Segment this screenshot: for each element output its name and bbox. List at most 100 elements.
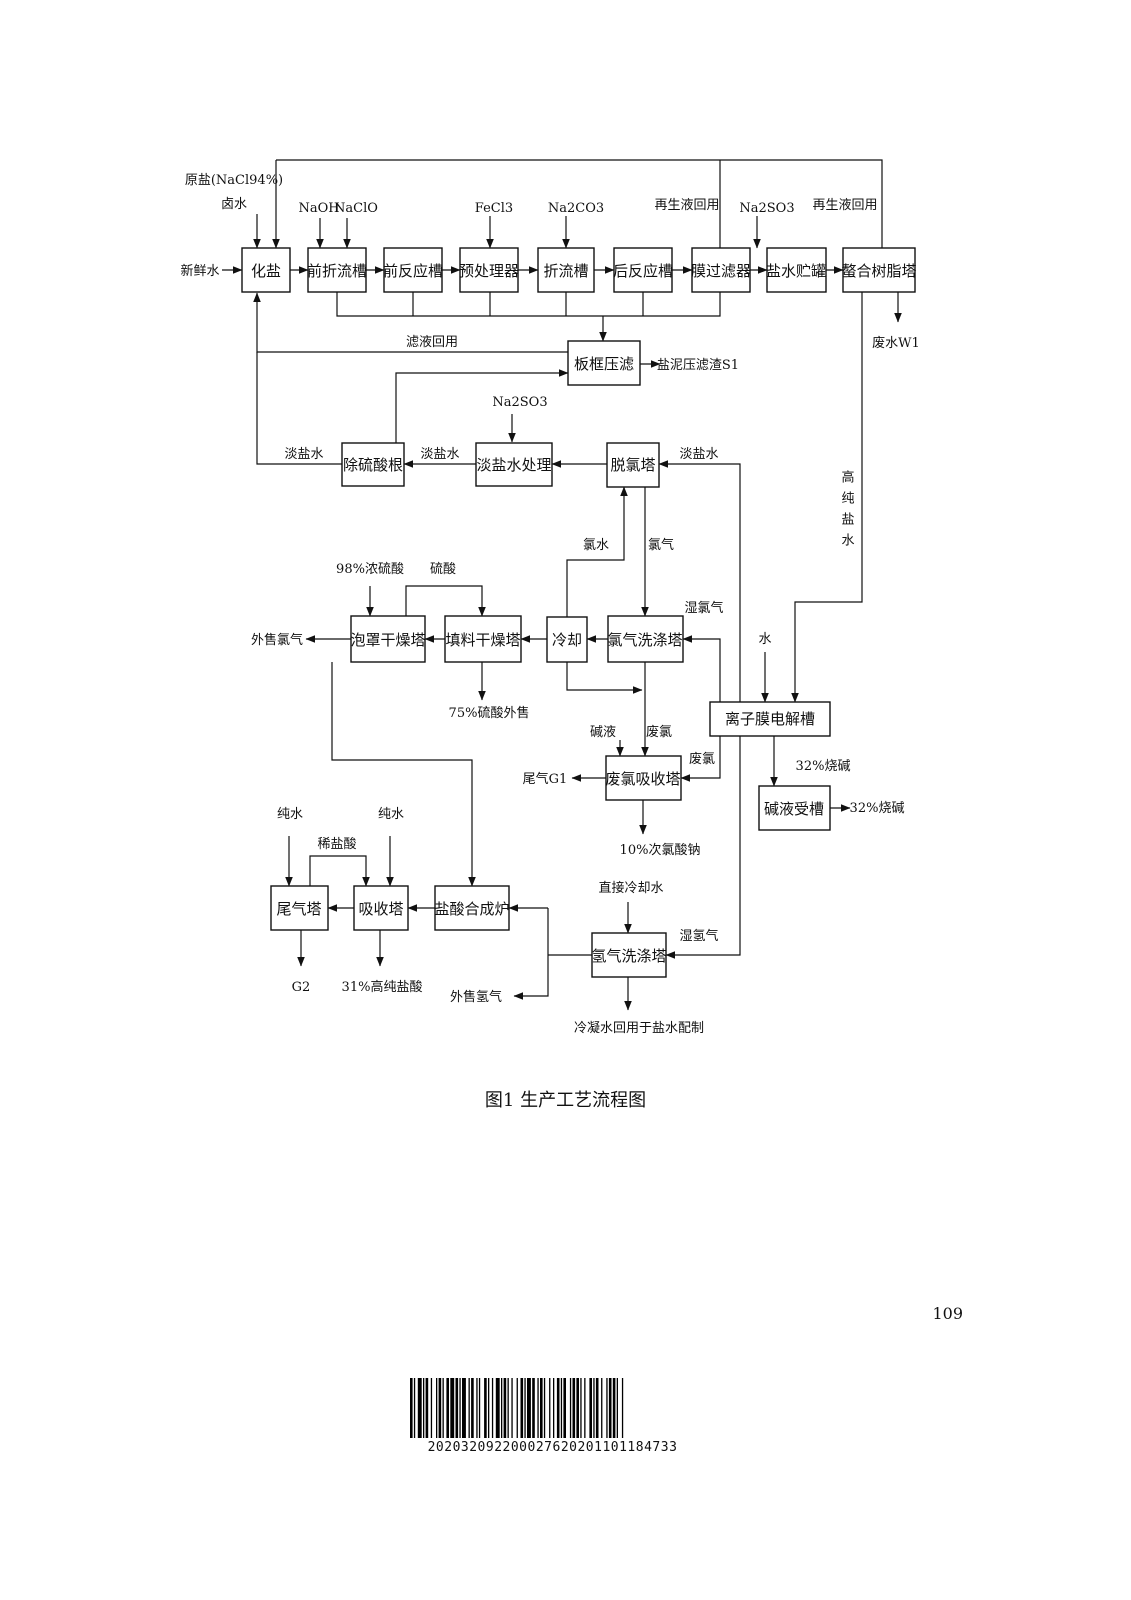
barcode-bar <box>621 1378 624 1438</box>
box-label-yansuanhecheng: 盐酸合成炉 <box>434 900 509 918</box>
label-weiqi-g1: 尾气G1 <box>523 771 568 787</box>
unit-box: 碱液受槽 <box>758 785 831 831</box>
box-label-chuliusuangen: 除硫酸根 <box>343 456 403 474</box>
barcode-bar <box>520 1378 524 1438</box>
label-lvqi: 氯气 <box>648 537 674 553</box>
label-feilv-1: 废氯 <box>646 724 672 740</box>
label-lvye: 滤液回用 <box>406 335 458 350</box>
label-naoh: NaOH <box>298 201 339 216</box>
page-number: 109 <box>932 1304 963 1323</box>
barcode-bar <box>527 1378 531 1438</box>
barcode-bar <box>549 1378 551 1438</box>
barcode-bar <box>430 1378 433 1438</box>
unit-box: 氯气洗涤塔 <box>607 615 684 663</box>
barcode-bar <box>417 1378 422 1438</box>
label-nongliusuan: 98%浓硫酸 <box>336 562 404 577</box>
label-fecl3: FeCl3 <box>475 201 513 216</box>
label-lvshui: 氯水 <box>583 538 609 553</box>
barcode <box>410 1378 624 1438</box>
label-shui: 水 <box>758 632 771 647</box>
barcode-bar <box>459 1378 461 1438</box>
barcode-bar <box>501 1378 503 1438</box>
label-naclo: NaClO <box>334 201 378 216</box>
unit-box: 尾气塔 <box>270 885 329 931</box>
label-jianye-feed: 碱液 <box>590 725 616 740</box>
unit-box: 膜过滤器 <box>691 247 751 293</box>
label-danyan-3: 淡盐水 <box>679 447 718 462</box>
unit-box: 盐酸合成炉 <box>434 885 510 931</box>
unit-box: 除硫酸根 <box>341 442 405 487</box>
box-label-paozhao: 泡罩干燥塔 <box>350 631 425 649</box>
box-label-moguolv: 膜过滤器 <box>691 262 751 280</box>
barcode-bar <box>560 1378 563 1438</box>
flow-lines <box>222 159 902 1011</box>
barcode-bar <box>511 1378 513 1438</box>
barcode-bar <box>540 1378 543 1438</box>
box-label-huayan: 化盐 <box>251 262 281 280</box>
barcode-bar <box>423 1378 425 1438</box>
unit-box: 泡罩干燥塔 <box>350 615 426 663</box>
label-feishui-w1: 废水W1 <box>872 335 920 351</box>
barcode-bar <box>569 1378 572 1438</box>
label-waishoulv: 外售氯气 <box>251 632 303 648</box>
barcode-bar <box>455 1378 459 1438</box>
box-label-yanshuizhuguan: 盐水贮罐 <box>766 262 826 280</box>
label-na2co3: Na2CO3 <box>548 201 604 216</box>
box-label-houfanying: 后反应槽 <box>613 262 673 280</box>
unit-box: 后反应槽 <box>613 247 673 293</box>
label-yuanyan: 原盐(NaCl94%) <box>185 173 283 188</box>
label-shiqingqi: 湿氢气 <box>679 928 718 944</box>
barcode-bar <box>478 1378 481 1438</box>
box-label-jianye: 碱液受槽 <box>764 800 824 818</box>
label-yansuan31: 31%高纯盐酸 <box>342 979 423 995</box>
label-danyan-2: 淡盐水 <box>420 447 459 462</box>
label-feilv-2: 废氯 <box>689 751 715 767</box>
label-gaochun: 高纯盐水 <box>839 469 855 554</box>
barcode-bar <box>606 1378 608 1438</box>
label-shaojian-1: 32%烧碱 <box>796 759 851 774</box>
label-chunshui-2: 纯水 <box>378 807 404 822</box>
barcode-bar <box>584 1378 586 1438</box>
label-chunshui-1: 纯水 <box>277 807 303 822</box>
unit-box: 淡盐水处理 <box>475 442 553 487</box>
barcode-bar <box>589 1378 592 1438</box>
barcode-bar <box>471 1378 474 1438</box>
label-danyan-1: 淡盐水 <box>284 447 323 462</box>
label-na2so3-a: Na2SO3 <box>739 201 794 216</box>
unit-box: 前折流槽 <box>307 247 367 293</box>
label-xiyansuan: 稀盐酸 <box>317 837 356 852</box>
barcode-bar <box>413 1378 416 1438</box>
box-label-tuolv: 脱氯塔 <box>610 456 655 474</box>
unit-box: 吸收塔 <box>353 885 409 931</box>
barcode-bar <box>425 1378 429 1438</box>
barcode-bar <box>537 1378 539 1438</box>
label-cilvsuan: 10%次氯酸钠 <box>620 842 701 858</box>
box-label-lizimo: 离子膜电解槽 <box>725 710 815 728</box>
barcode-bar <box>593 1378 595 1438</box>
unit-box: 预处理器 <box>459 247 519 293</box>
box-label-zheliu: 折流槽 <box>543 262 588 280</box>
unit-box: 脱氯塔 <box>606 442 660 488</box>
label-xinxianshui: 新鲜水 <box>180 263 219 279</box>
label-zaisheng-2: 再生液回用 <box>812 198 877 213</box>
barcode-bar <box>484 1378 487 1438</box>
barcode-bar <box>576 1378 579 1438</box>
box-label-danyanshui: 淡盐水处理 <box>476 456 551 474</box>
barcode-bar <box>450 1378 455 1438</box>
unit-box: 前反应槽 <box>383 247 443 293</box>
barcode-bar <box>503 1378 507 1438</box>
unit-box: 离子膜电解槽 <box>709 701 831 737</box>
barcode-bar <box>580 1378 582 1438</box>
label-g2: G2 <box>292 980 311 995</box>
barcode-bar <box>476 1378 478 1438</box>
flow-labels: 原盐(NaCl94%) 卤水 新鲜水 NaOH NaClO FeCl3 Na2C… <box>180 173 919 1036</box>
label-shilvqi: 湿氯气 <box>684 600 723 616</box>
barcode-bar <box>595 1378 599 1438</box>
barcode-bar <box>491 1378 494 1438</box>
label-lengningshui: 冷凝水回用于盐水配制 <box>574 1020 704 1036</box>
label-waishouqing: 外售氢气 <box>450 989 502 1005</box>
barcode-bar <box>495 1378 500 1438</box>
unit-box: 板框压滤 <box>567 340 641 386</box>
barcode-bar <box>488 1378 490 1438</box>
